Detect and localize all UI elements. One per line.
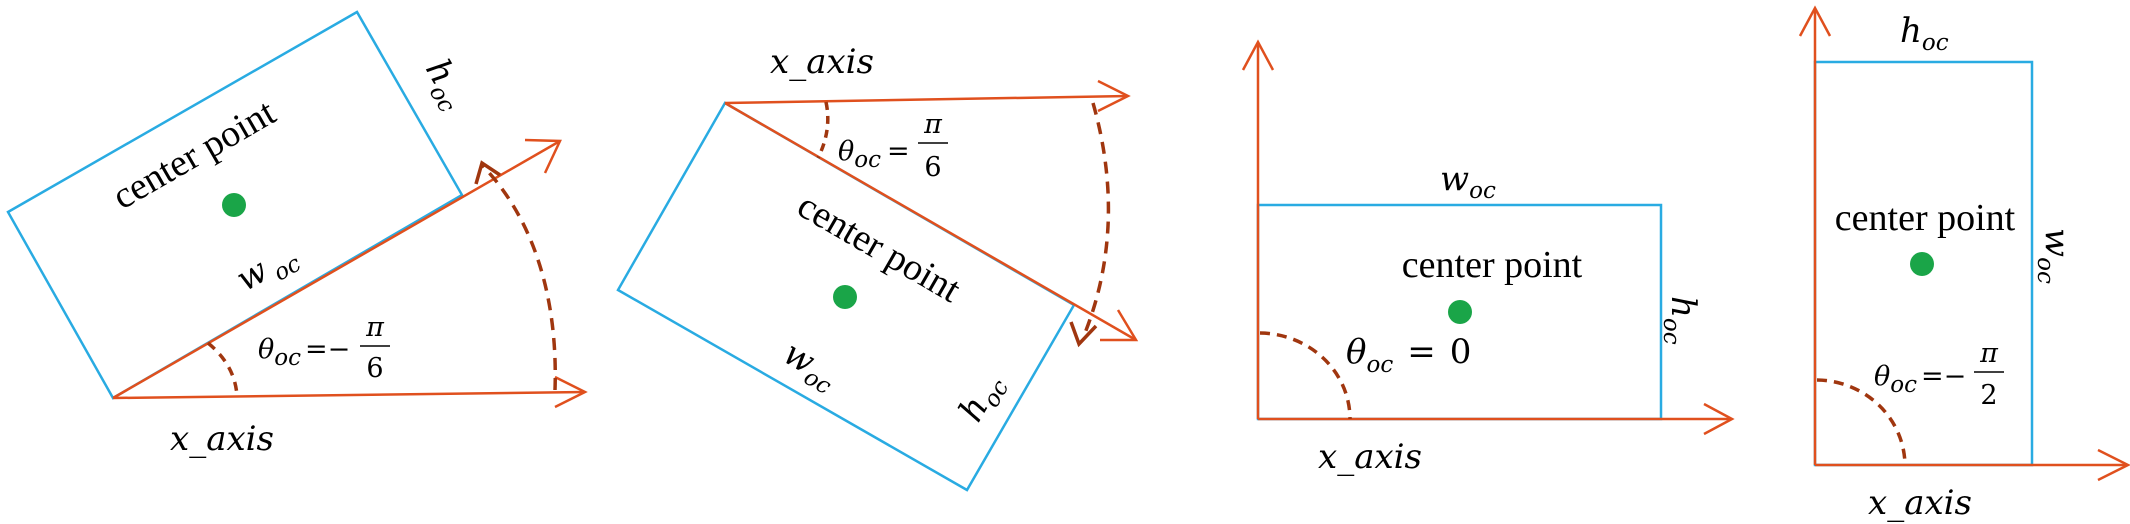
- panel-2-angle-arc: [816, 101, 830, 159]
- svg-text:θoc=−: θoc=−: [1874, 361, 1966, 398]
- panel-3-x-axis-label: x_axis: [1318, 437, 1422, 477]
- panel-2-rotation-arrowhead: [1069, 321, 1098, 348]
- panel-4-center-label: center point: [1835, 197, 2016, 239]
- panel-2-width-label: woc: [774, 333, 845, 400]
- panel-1: center point hoc woc θoc=− π 6 x_axis: [6, 10, 588, 459]
- svg-text:6: 6: [366, 353, 383, 384]
- panel-3-x-axis-arrowhead: [1703, 402, 1735, 436]
- panel-4-angle-arc: [1816, 378, 1907, 466]
- panel-1-width-arrowhead: [524, 138, 562, 174]
- panel-4-y-axis-arrowhead: [1798, 5, 1832, 37]
- panel-1-x-axis: [112, 390, 586, 400]
- panel-2-width-arrow: [724, 101, 1137, 342]
- panel-3-angle-arc: [1259, 331, 1352, 420]
- svg-text:π: π: [365, 312, 385, 343]
- panel-1-box: [6, 10, 464, 400]
- panel-2-center-label: center point: [790, 184, 968, 311]
- panel-2-center-point: [833, 285, 857, 309]
- panel-3-width-label: woc: [1440, 159, 1496, 204]
- panel-1-angle-arc: [206, 341, 239, 397]
- panel-2: center point x_axis θoc= π 6 woc hoc: [616, 42, 1139, 492]
- panel-3: center point woc hoc θoc=0 x_axis: [1241, 39, 1735, 477]
- panel-2-theta-formula: θoc= π 6: [838, 109, 948, 183]
- panel-3-theta-formula: θoc=0: [1346, 332, 1471, 378]
- panel-4-height-label: hoc: [1900, 11, 1949, 56]
- panel-1-rotation-arc: [480, 163, 558, 391]
- svg-text:θoc=: θoc=: [838, 136, 910, 173]
- svg-text:6: 6: [924, 152, 941, 183]
- panel-2-rotation-arc: [1081, 102, 1111, 339]
- panel-2-x-axis-arrowhead: [1097, 79, 1131, 113]
- panel-3-center-point: [1448, 300, 1472, 324]
- panel-2-height-label: hoc: [951, 366, 1014, 431]
- panel-1-rotation-arrowhead: [474, 160, 501, 185]
- svg-text:π: π: [1979, 338, 1999, 369]
- panel-2-width-arrowhead: [1100, 309, 1139, 342]
- svg-text:π: π: [923, 109, 943, 140]
- panel-1-theta-formula: θoc=− π 6: [258, 312, 390, 384]
- panel-4-x-axis-arrowhead: [2097, 448, 2130, 482]
- panel-1-center-point: [222, 193, 246, 217]
- panel-2-x-axis-label: x_axis: [770, 42, 874, 82]
- panel-3-y-axis-arrowhead: [1241, 39, 1275, 71]
- panel-1-height-label: hoc: [413, 53, 476, 118]
- svg-text:θoc=−: θoc=−: [258, 334, 350, 371]
- panel-4-x-axis-label: x_axis: [1868, 483, 1972, 523]
- panel-1-x-axis-label: x_axis: [170, 419, 274, 459]
- panel-4-width-label: woc: [2032, 228, 2077, 284]
- svg-text:2: 2: [1980, 380, 1997, 411]
- panel-4: center point hoc woc θoc=− π 2 x_axis: [1798, 5, 2130, 523]
- panel-1-width-arrow: [112, 139, 561, 400]
- panel-4-theta-formula: θoc=− π 2: [1874, 338, 2004, 411]
- panel-1-x-axis-arrowhead: [554, 375, 588, 409]
- panel-2-x-axis: [724, 94, 1129, 105]
- panel-3-height-label: hoc: [1658, 296, 1703, 345]
- panel-4-center-point: [1910, 252, 1934, 276]
- panel-3-center-label: center point: [1402, 244, 1583, 286]
- panel-1-center-label: center point: [105, 91, 283, 218]
